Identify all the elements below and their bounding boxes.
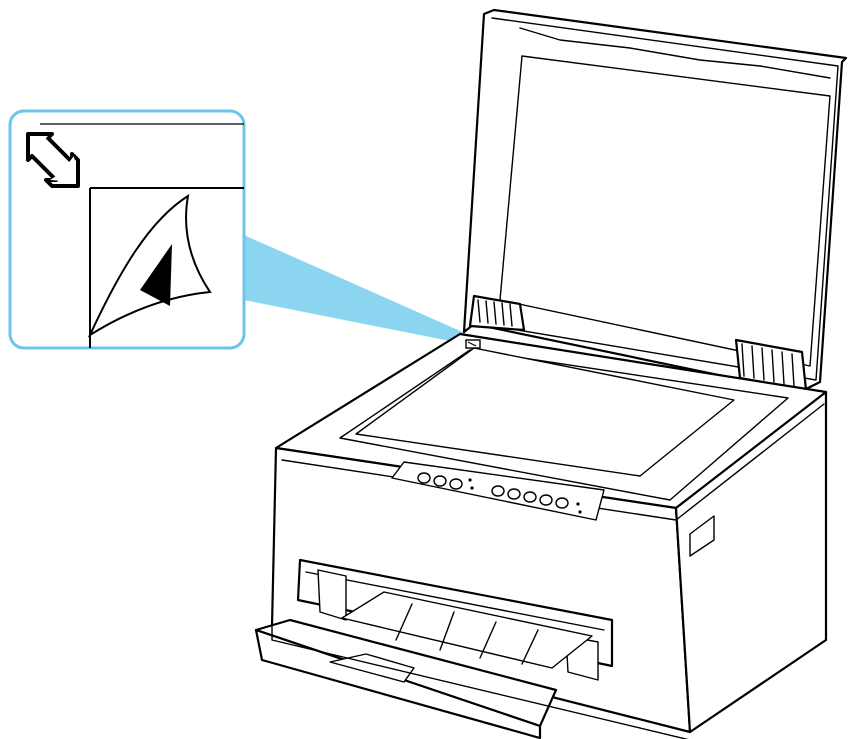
panel-button[interactable] bbox=[555, 497, 569, 509]
side-grip bbox=[689, 515, 715, 557]
diagonal-arrow-icon bbox=[26, 132, 80, 188]
callout-beam bbox=[244, 235, 476, 345]
left-hinge bbox=[468, 294, 526, 332]
alignment-mark bbox=[465, 339, 481, 349]
panel-button[interactable] bbox=[491, 485, 505, 497]
panel-button[interactable] bbox=[433, 475, 447, 487]
panel-button[interactable] bbox=[507, 488, 521, 500]
curled-page-corner bbox=[87, 193, 212, 338]
scanner-lid bbox=[462, 8, 848, 394]
operation-panel bbox=[391, 461, 605, 521]
panel-button[interactable] bbox=[417, 472, 431, 484]
printer-body bbox=[254, 332, 828, 739]
callout-zoom-box bbox=[8, 109, 246, 350]
panel-button[interactable] bbox=[523, 491, 537, 503]
document-on-glass bbox=[355, 347, 735, 477]
panel-button[interactable] bbox=[539, 494, 553, 506]
panel-button[interactable] bbox=[449, 478, 463, 490]
paper-output-tray bbox=[254, 591, 593, 739]
